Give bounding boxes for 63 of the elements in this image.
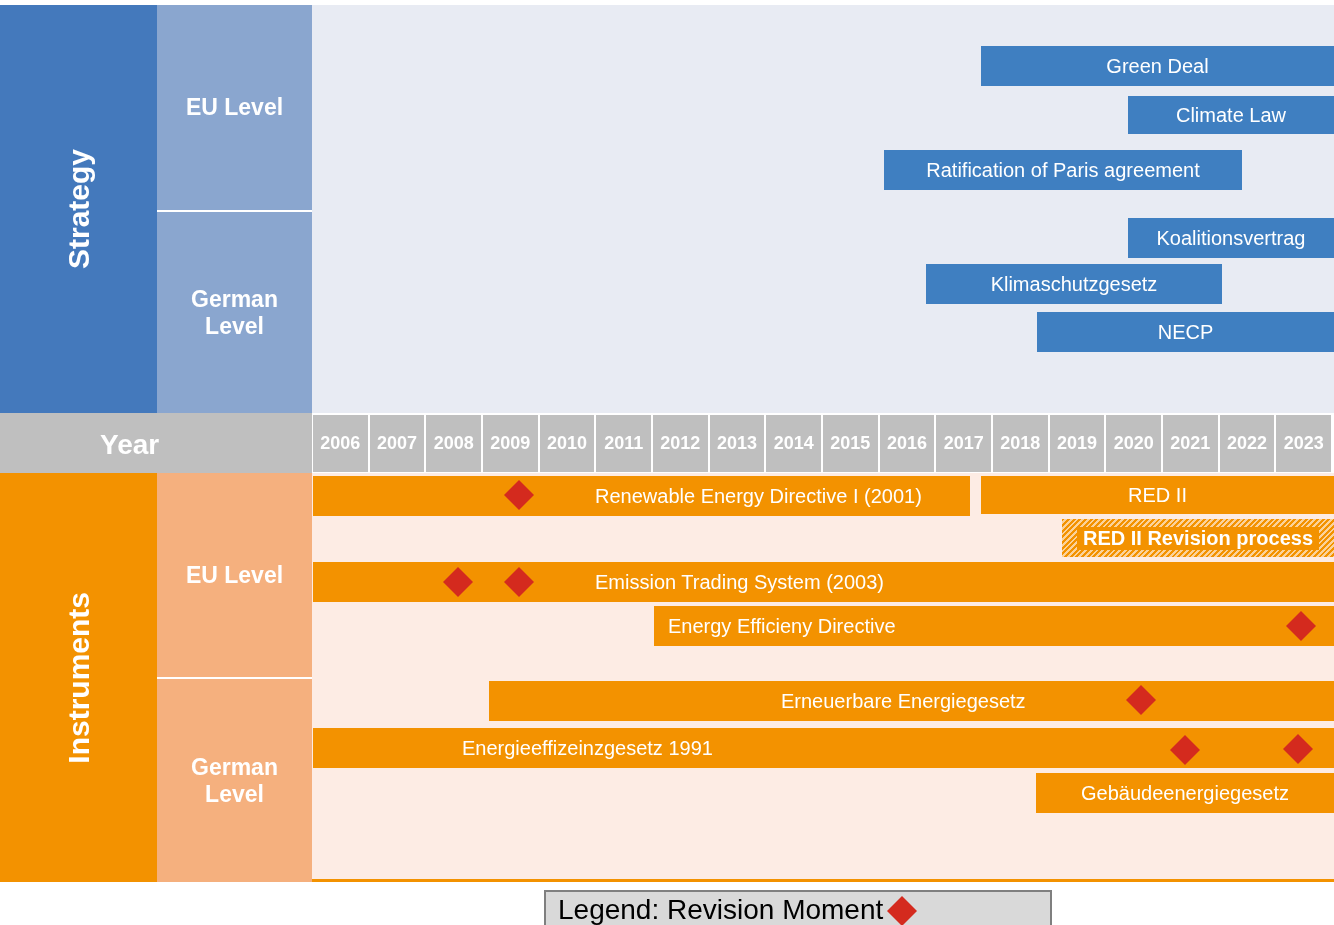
section-band (0, 473, 157, 882)
bar-label: RED II (1128, 483, 1187, 507)
year-label: 2012 (653, 415, 708, 472)
year-label: 2013 (709, 415, 765, 472)
year-label: 2009 (483, 415, 538, 472)
bar-label: Klimaschutzgesetz (990, 272, 1158, 296)
timeline-bar (884, 150, 1242, 190)
timeline-bar (313, 476, 970, 516)
timeline-bar (926, 264, 1222, 304)
revision-diamond-icon (1170, 735, 1200, 765)
year-label: 2020 (1106, 415, 1161, 472)
year-label: 2015 (823, 415, 878, 472)
section-title: Instruments (61, 591, 96, 764)
year-label: 2019 (1049, 415, 1105, 472)
level-label: German Level (157, 679, 312, 882)
year-label: 2016 (879, 415, 935, 472)
year-label: 2023 (1276, 415, 1331, 472)
bar-label: Erneuerbare Energiegesetz (781, 689, 1026, 713)
level-label: EU Level (157, 5, 312, 210)
timeline-bar (313, 728, 1334, 768)
bar-label: NECP (1157, 320, 1214, 344)
section-band (0, 5, 157, 413)
year-label: 2017 (936, 415, 991, 472)
revision-diamond-icon (1286, 611, 1316, 641)
legend-text: Legend: Revision Moment (558, 894, 884, 925)
bar-label: Renewable Energy Directive I (2001) (595, 484, 922, 508)
bar-label: Emission Trading System (2003) (595, 570, 884, 594)
bar-label: Energieeffizeinzgesetz 1991 (462, 736, 713, 760)
bar-label: Energy Efficieny Directive (668, 614, 896, 638)
timeline-bar (1128, 96, 1334, 134)
timeline-bar (489, 681, 1334, 721)
year-label: 2022 (1219, 415, 1275, 472)
timeline-bar (1037, 312, 1334, 352)
year-label: 2007 (369, 415, 425, 472)
bar-label: Climate Law (1175, 103, 1286, 127)
revision-diamond-icon (443, 567, 473, 597)
bar-label: Green Deal (1106, 54, 1209, 78)
hatched-timeline-bar (1062, 519, 1334, 557)
bar-label: Koalitionsvertrag (1156, 226, 1306, 250)
timeline-bar (981, 46, 1334, 86)
timeline-bar (1036, 773, 1334, 813)
level-label: EU Level (157, 473, 312, 677)
axis-title: Year (100, 428, 160, 462)
revision-diamond-icon (504, 567, 534, 597)
revision-diamond-icon (1283, 734, 1313, 764)
level-label: German Level (157, 212, 312, 413)
timeline-bar (981, 476, 1334, 514)
year-label: 2018 (993, 415, 1048, 472)
year-label: 2014 (766, 415, 821, 472)
timeline-bar (1128, 218, 1334, 258)
revision-diamond-icon (1126, 685, 1156, 715)
revision-diamond-icon (504, 480, 534, 510)
year-label: 2021 (1163, 415, 1218, 472)
timeline-bar (654, 606, 1334, 646)
year-label: 2010 (539, 415, 595, 472)
bar-label: RED II Revision process (1076, 526, 1320, 550)
timeline-bar (313, 562, 1334, 602)
year-label: 2011 (596, 415, 651, 472)
year-label: 2006 (313, 415, 368, 472)
bar-label: Ratification of Paris agreement (926, 158, 1200, 182)
bar-label: Gebäudeenergiegesetz (1081, 781, 1289, 805)
section-title: Strategy (61, 148, 96, 269)
year-label: 2008 (426, 415, 481, 472)
